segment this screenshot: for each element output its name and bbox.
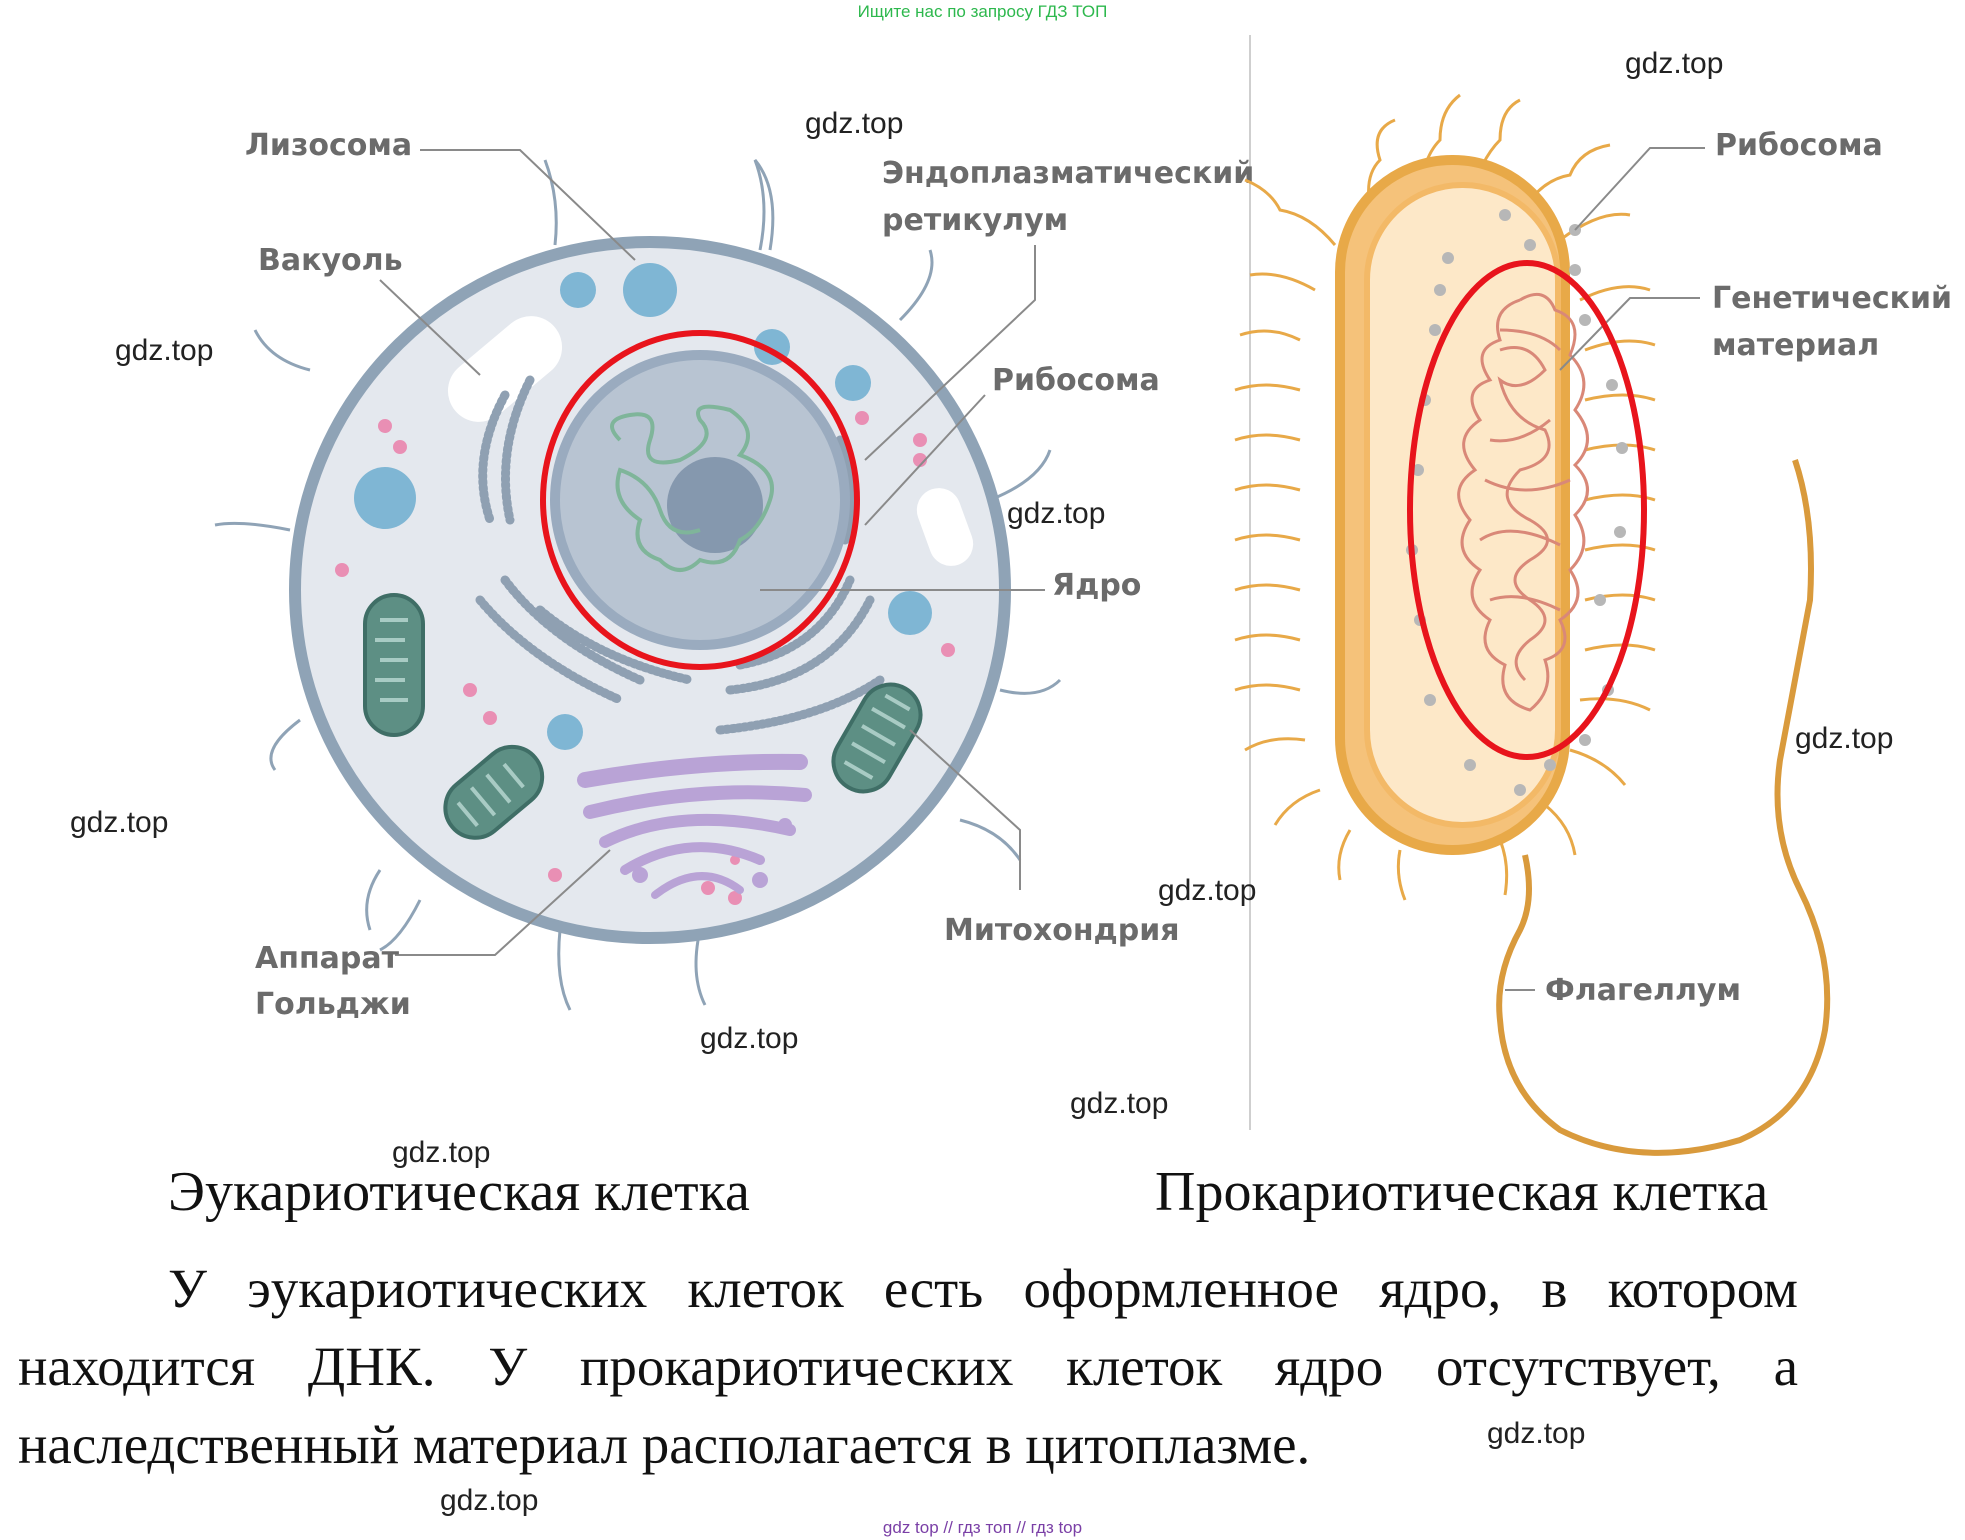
watermark: gdz.top	[1625, 47, 1723, 80]
label-vacuole: Вакуоль	[258, 243, 403, 278]
label-genetic-line1: Генетический	[1712, 281, 1952, 316]
chromatin	[610, 404, 774, 572]
vesicle	[560, 272, 596, 308]
watermark: gdz.top	[1487, 1417, 1585, 1450]
mitochondrion	[443, 744, 545, 840]
vesicle	[835, 365, 871, 401]
watermark: gdz.top	[115, 334, 213, 367]
label-lysosome: Лизосома	[245, 128, 412, 163]
caption-prokaryote: Прокариотическая клетка	[1155, 1161, 1769, 1223]
watermark: gdz.top	[700, 1022, 798, 1055]
label-mitochondria: Митохондрия	[944, 913, 1180, 948]
golgi-apparatus	[577, 753, 812, 899]
cell-membrane-inner	[1364, 182, 1561, 828]
watermark: gdz.top	[1158, 874, 1256, 907]
mitochondrion	[831, 682, 923, 794]
ribosome-dots	[335, 411, 955, 905]
watermark: gdz.top	[805, 107, 903, 140]
bottom-banner: gdz top // гдз топ // гдз top	[882, 1518, 1083, 1537]
mitochondrion	[363, 593, 425, 737]
eukaryote-leaders	[379, 149, 1045, 956]
genetic-material-highlight	[1407, 260, 1647, 760]
watermark: gdz.top	[440, 1484, 538, 1517]
cell-projections	[214, 159, 1062, 1011]
lysosome	[623, 263, 677, 317]
watermark: gdz.top	[392, 1136, 490, 1169]
prokaryote-leaders	[1505, 147, 1705, 991]
label-genetic-line2: материал	[1712, 328, 1879, 363]
watermark: gdz.top	[1007, 497, 1105, 530]
vesicle	[354, 467, 416, 529]
label-er-line1: Эндоплазматический	[882, 156, 1254, 191]
label-flagellum: Флагеллум	[1545, 973, 1741, 1008]
label-prok-ribosome: Рибосома	[1715, 128, 1883, 163]
prokaryotic-cell: Рибосома Генетический материал Флагеллум	[1234, 93, 1952, 1156]
label-golgi-line1: Аппарат	[255, 941, 400, 976]
vacuole	[916, 488, 974, 566]
label-er-line2: ретикулум	[882, 203, 1068, 238]
label-ribosome: Рибосома	[992, 363, 1160, 398]
explanation-paragraph: У эукариотических клеток есть оформленно…	[18, 1258, 1798, 1475]
label-nucleus: Ядро	[1052, 568, 1141, 603]
vesicle	[888, 591, 932, 635]
genetic-material	[1457, 292, 1589, 712]
watermarks: gdz.top gdz.top gdz.top gdz.top gdz.top …	[70, 47, 1893, 1517]
vacuole	[447, 316, 563, 422]
watermark: gdz.top	[70, 806, 168, 839]
eukaryotic-cell: Лизосома Вакуоль Эндоплазматический рети…	[214, 128, 1254, 1022]
vesicle	[547, 714, 583, 750]
nucleolus	[667, 457, 763, 553]
endoplasmic-reticulum	[475, 375, 885, 735]
top-banner: Ищите нас по запросу ГДЗ ТОП	[857, 2, 1108, 21]
nucleus-highlight	[540, 330, 860, 670]
watermark: gdz.top	[1795, 722, 1893, 755]
flagellum	[1496, 459, 1831, 1156]
watermark: gdz.top	[1070, 1087, 1168, 1120]
label-golgi-line2: Гольджи	[255, 987, 411, 1022]
caption-eukaryote: Эукариотическая клетка	[168, 1161, 750, 1223]
